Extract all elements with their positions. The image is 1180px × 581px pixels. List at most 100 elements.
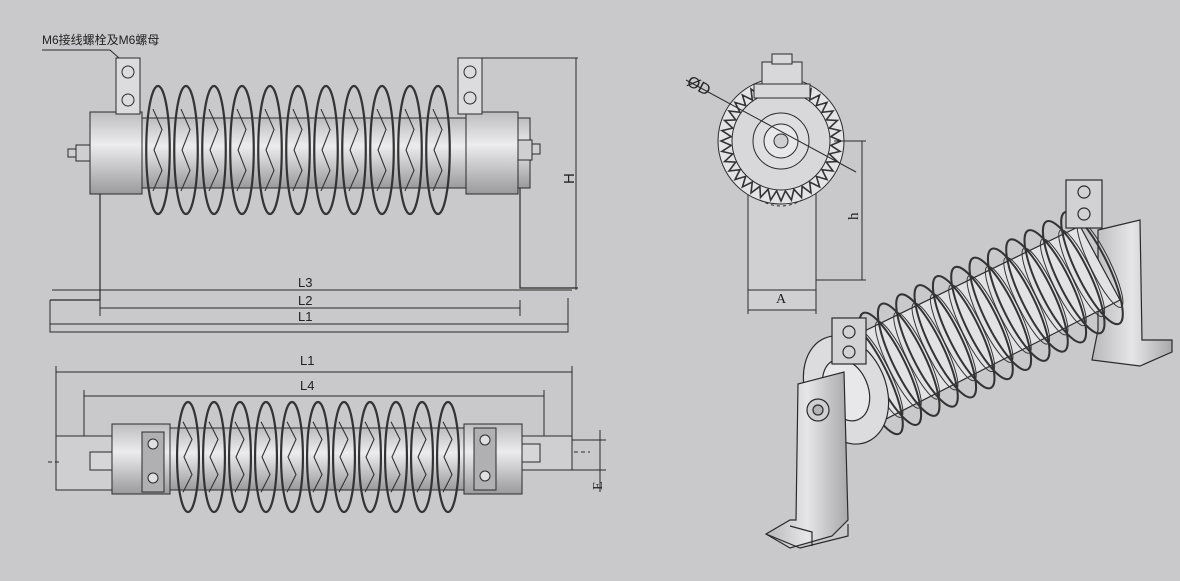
coil-inner-wire xyxy=(320,108,331,192)
isometric-view xyxy=(764,179,1173,549)
iso-coil-turn xyxy=(913,284,978,399)
coil-inner-wire xyxy=(348,108,359,192)
coil-turn xyxy=(229,84,255,216)
coil-inner-wire xyxy=(260,421,271,493)
iso-coil-turn xyxy=(1005,238,1069,353)
iso-coil-inner-turn xyxy=(929,293,977,382)
iso-coil-turn xyxy=(876,302,941,417)
coil-inner-wire xyxy=(264,108,275,192)
dim-h-label: H xyxy=(561,173,578,184)
coil-inner-wire xyxy=(208,108,219,192)
iso-coil-turn xyxy=(986,247,1051,362)
top-coil-winding xyxy=(175,400,461,514)
dim-e-label: E xyxy=(591,481,606,490)
dim-h-lines xyxy=(482,57,578,290)
iso-coil-inner-turn xyxy=(874,320,922,409)
coil-inner-wire xyxy=(416,421,427,493)
coil-inner-wire xyxy=(208,421,219,493)
coil-turn xyxy=(331,400,357,514)
iso-coil-turn xyxy=(895,293,959,408)
dim-a-lines xyxy=(747,289,817,314)
iso-coil-turn xyxy=(1041,220,1106,335)
coil-turn xyxy=(341,84,367,216)
front-coil-winding xyxy=(145,84,451,216)
coil-inner-wire xyxy=(182,421,193,493)
dim-l1-label: L1 xyxy=(298,309,312,324)
iso-coil-turn xyxy=(950,265,1014,381)
coil-turn xyxy=(285,84,311,216)
dim-l2-label: L2 xyxy=(298,293,312,308)
dim-e-lines xyxy=(572,430,606,492)
coil-turn xyxy=(357,400,383,514)
coil-inner-wire xyxy=(442,421,453,493)
iso-coil-turn xyxy=(1060,210,1124,326)
coil-turn xyxy=(145,84,171,216)
coil-turn xyxy=(313,84,339,216)
front-terminal-right xyxy=(457,57,483,115)
front-end-nut-left xyxy=(67,144,91,162)
side-coil-winding xyxy=(718,78,843,204)
dim-l4-label: L4 xyxy=(300,378,314,393)
top-clamp-left xyxy=(141,431,165,493)
coil-turn xyxy=(279,400,305,514)
coil-inner-wire xyxy=(364,421,375,493)
iso-coil-turn xyxy=(931,275,996,390)
dim-h-small-label: h xyxy=(846,212,862,220)
coil-inner-wire xyxy=(180,108,191,192)
front-view: M6接线螺栓及M6螺母 H L3 L2 xyxy=(42,32,578,333)
dim-d-line xyxy=(685,79,857,173)
coil-inner-wire xyxy=(390,421,401,493)
front-end-nut-right xyxy=(517,139,541,161)
dim-d-label: ØD xyxy=(684,73,713,99)
coil-inner-wire xyxy=(234,421,245,493)
coil-turn xyxy=(409,400,435,514)
terminal-callout-label: M6接线螺栓及M6螺母 xyxy=(42,32,159,47)
coil-inner-wire xyxy=(152,108,163,192)
coil-turn xyxy=(227,400,253,514)
coil-inner-wire xyxy=(432,108,443,192)
dim-l3-label: L3 xyxy=(298,275,312,290)
coil-turn xyxy=(435,400,461,514)
coil-turn xyxy=(257,84,283,216)
front-terminal-left xyxy=(115,57,141,115)
iso-bracket-right xyxy=(1091,219,1173,367)
coil-turn xyxy=(305,400,331,514)
iso-coil-inner-turn xyxy=(984,265,1032,354)
dim-l1-top-label: L1 xyxy=(300,353,314,368)
side-zigzag-wire xyxy=(718,78,843,204)
top-core-tube xyxy=(111,427,523,491)
dim-h-small-lines xyxy=(816,140,866,281)
coil-inner-wire xyxy=(404,108,415,192)
callout-leader-line xyxy=(42,49,129,67)
side-terminal xyxy=(753,53,811,99)
dim-l2-line xyxy=(99,300,521,316)
iso-coil-turn xyxy=(968,256,1033,371)
coil-turn xyxy=(201,84,227,216)
coil-turn xyxy=(425,84,451,216)
top-clamp-right xyxy=(473,427,497,491)
coil-turn xyxy=(173,84,199,216)
coil-turn xyxy=(383,400,409,514)
coil-inner-wire xyxy=(236,108,247,192)
dim-l4-line xyxy=(83,390,545,444)
iso-bracket-left xyxy=(764,371,849,549)
coil-turn xyxy=(397,84,423,216)
coil-inner-wire xyxy=(376,108,387,192)
coil-inner-wire xyxy=(312,421,323,493)
coil-inner-wire xyxy=(338,421,349,493)
coil-inner-wire xyxy=(292,108,303,192)
dim-a-label: A xyxy=(776,292,787,307)
coil-turn xyxy=(253,400,279,514)
coil-turn xyxy=(175,400,201,514)
side-view: ØD h A xyxy=(684,53,866,314)
top-view: L1 L4 E xyxy=(48,353,606,514)
iso-terminal-left xyxy=(831,317,867,365)
coil-turn xyxy=(201,400,227,514)
coil-turn xyxy=(369,84,395,216)
iso-coil-inner-turn xyxy=(1039,238,1087,327)
iso-coil-turn xyxy=(1023,229,1088,344)
coil-inner-wire xyxy=(286,421,297,493)
iso-terminal-right xyxy=(1065,179,1103,229)
